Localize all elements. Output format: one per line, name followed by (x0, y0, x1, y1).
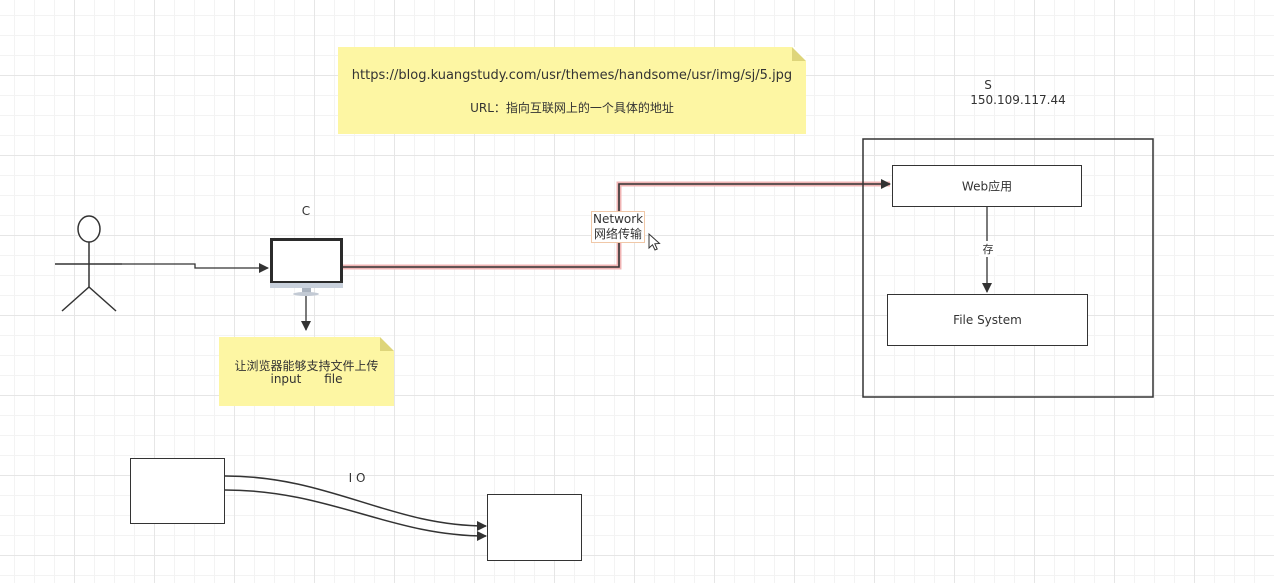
upload-note-input-file: input file (270, 372, 343, 386)
network-label-cn: 网络传输 (594, 227, 643, 241)
url-note: https://blog.kuangstudy.com/usr/themes/h… (338, 47, 806, 134)
io-target-box (487, 494, 582, 561)
web-app-label: Web应用 (961, 179, 1013, 194)
file-system-box: File System (887, 294, 1088, 346)
io-label: I O (348, 471, 366, 485)
web-app-box: Web应用 (892, 165, 1082, 207)
url-description: URL：指向互联网上的一个具体的地址 (470, 101, 674, 115)
io-stream-connector (224, 475, 487, 541)
mouse-cursor-icon (648, 232, 661, 251)
computer-monitor-icon (270, 238, 343, 296)
network-label-en: Network (593, 212, 644, 226)
server-name: S (984, 78, 992, 92)
upload-note-text: 让浏览器能够支持文件上传 (234, 359, 379, 373)
network-label: Network 网络传输 (591, 211, 646, 243)
client-label: C (301, 204, 311, 218)
user-actor-icon (55, 215, 122, 312)
store-label: 存 (979, 241, 997, 257)
user-to-client-arrow (122, 263, 269, 273)
io-source-box (130, 458, 225, 524)
url-text: https://blog.kuangstudy.com/usr/themes/h… (351, 68, 793, 83)
server-container (862, 138, 1154, 398)
server-ip: 150.109.117.44 (970, 93, 1066, 107)
upload-note: 让浏览器能够支持文件上传 input file (219, 337, 394, 406)
note-fold-corner (792, 47, 806, 61)
file-system-label: File System (953, 313, 1022, 327)
note-fold-corner (380, 337, 394, 351)
